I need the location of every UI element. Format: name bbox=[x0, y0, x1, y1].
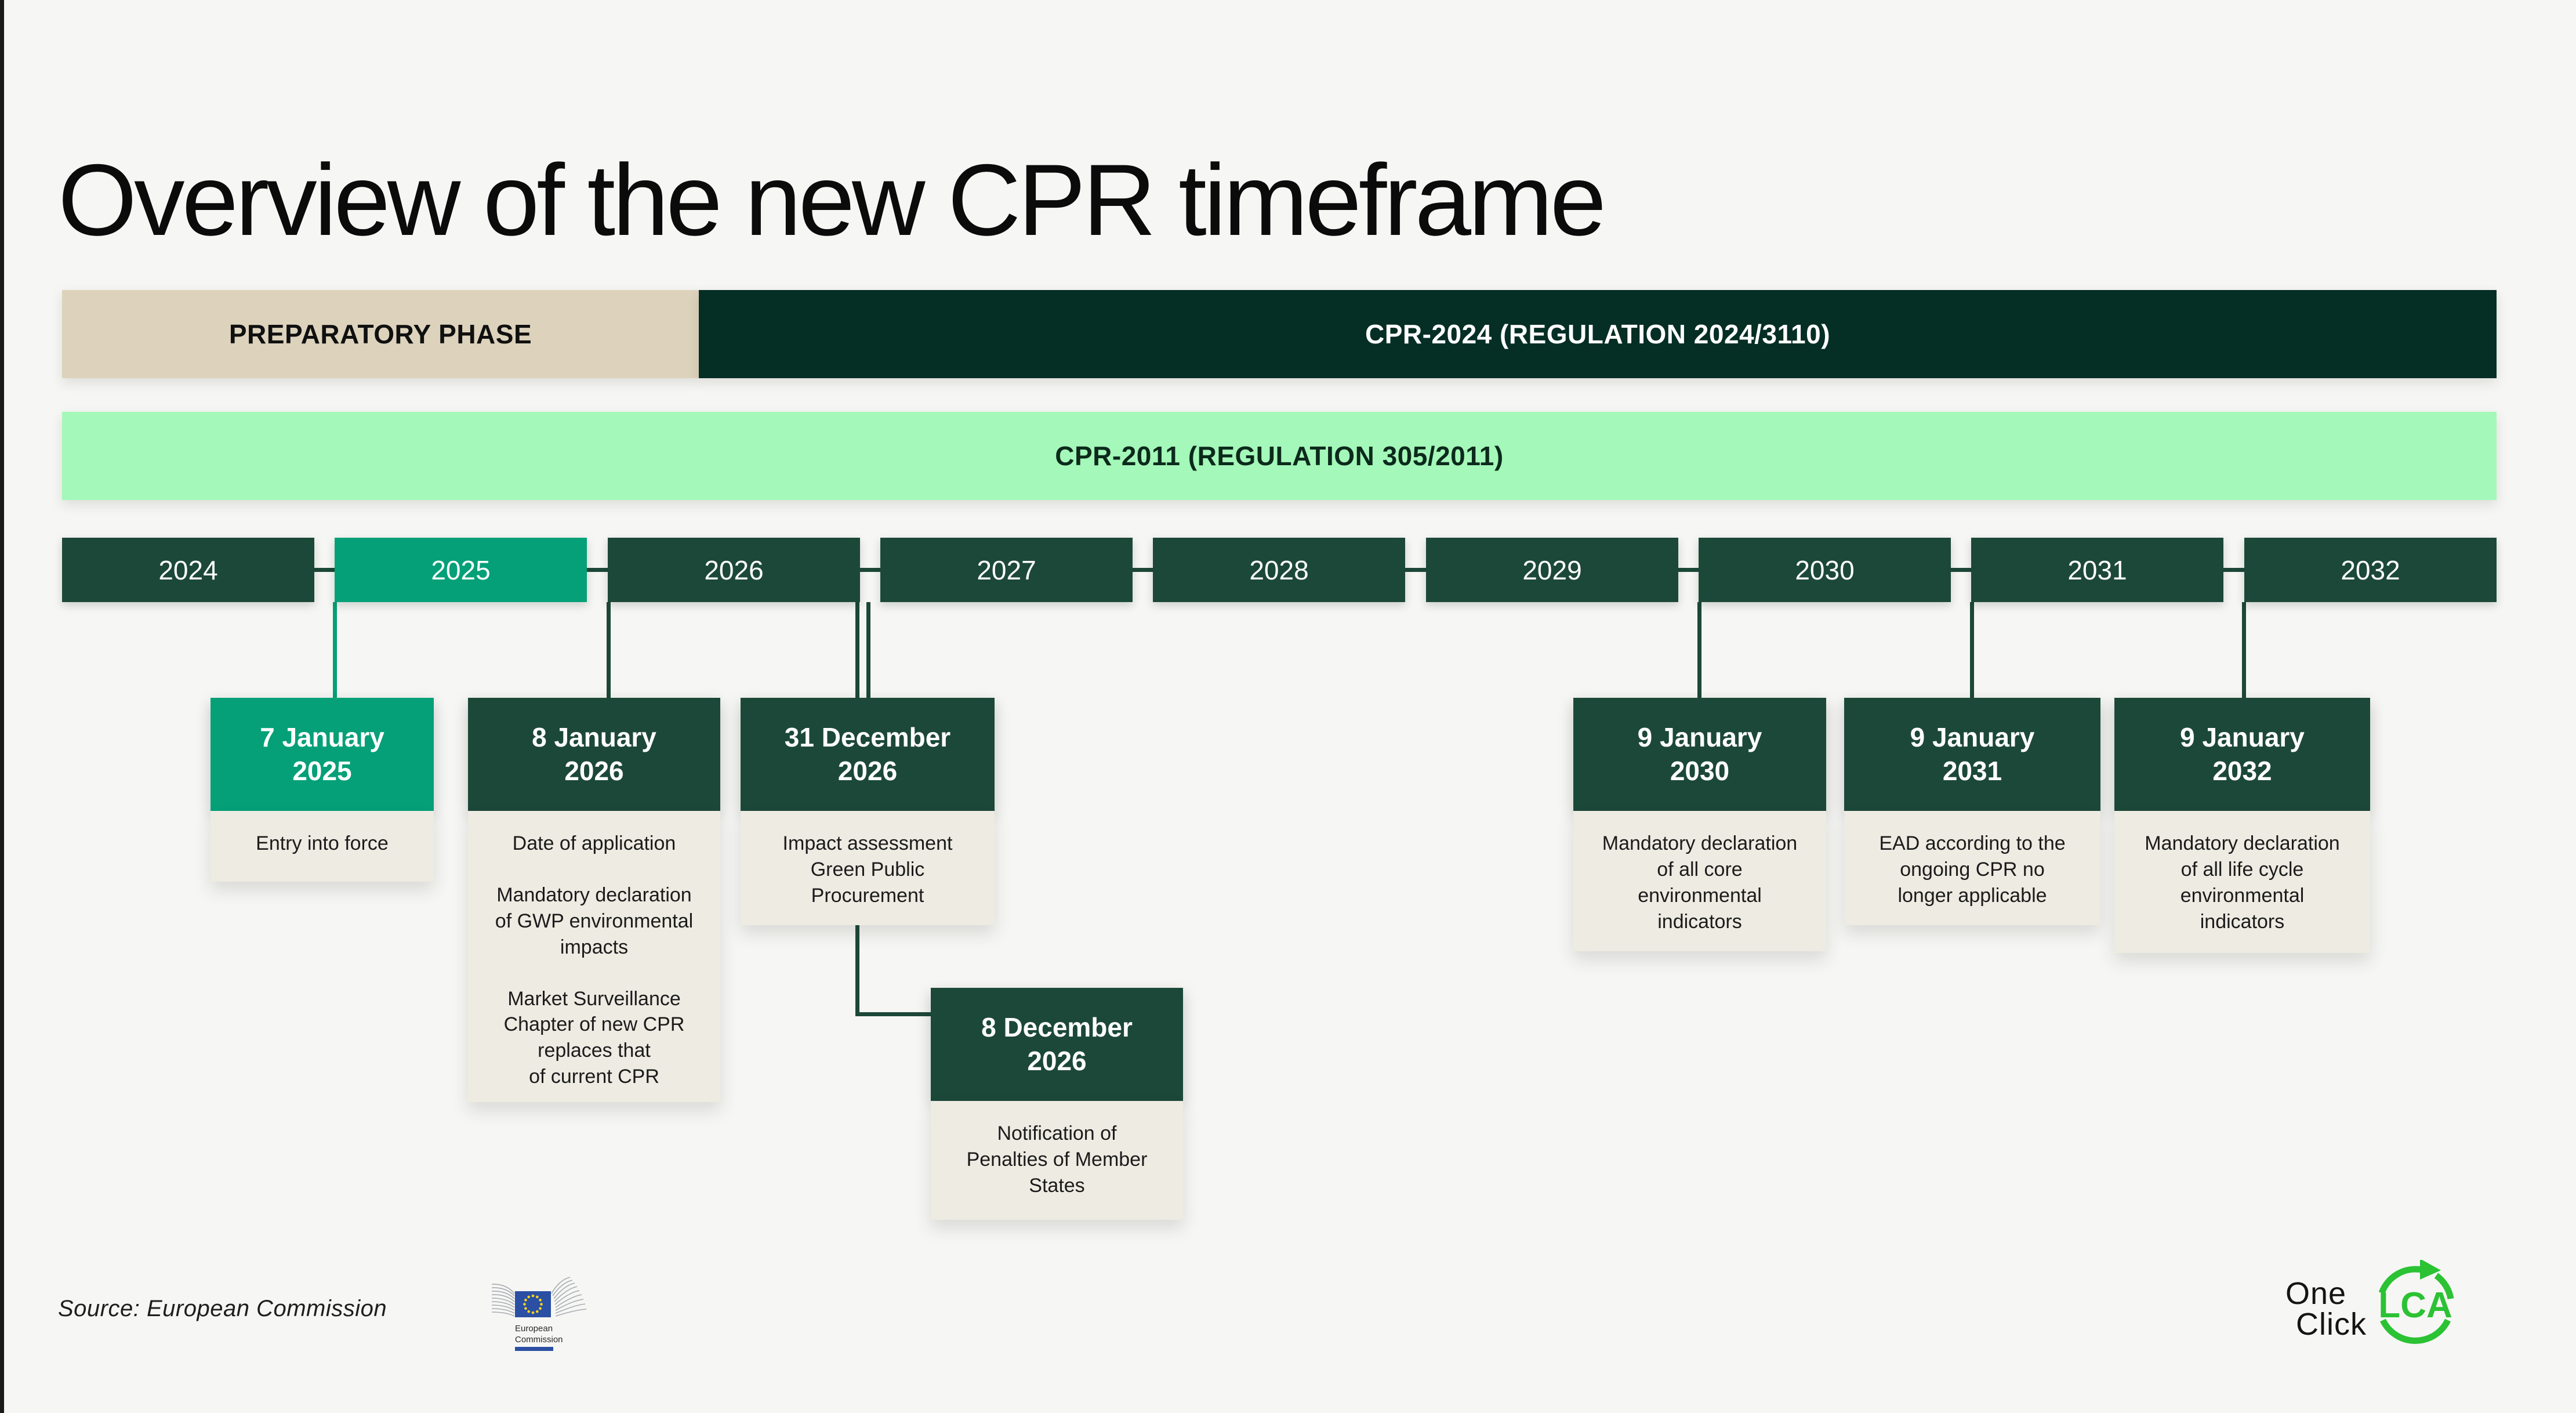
event-description-text: Date of application bbox=[512, 832, 676, 854]
event-description: Notification of Penalties of Member Stat… bbox=[931, 1101, 1183, 1220]
eu-logo-text-line1: European bbox=[515, 1324, 553, 1334]
event-description-text: Mandatory declaration of all core enviro… bbox=[1602, 832, 1798, 933]
connector-2032 bbox=[2242, 602, 2246, 698]
event-date: 8 December 2026 bbox=[931, 988, 1183, 1101]
connector-2031 bbox=[1970, 602, 1974, 698]
european-commission-logo: European Commission bbox=[491, 1277, 587, 1351]
phase-bar-cpr-2024: CPR-2024 (REGULATION 2024/3110) bbox=[699, 290, 2497, 378]
page-title: Overview of the new CPR timeframe bbox=[58, 144, 1606, 258]
connector-8-dec-2026-horizontal bbox=[855, 1012, 934, 1016]
slide-edge-decoration bbox=[0, 0, 4, 1413]
event-description-text: Mandatory declaration of GWP environment… bbox=[495, 883, 694, 958]
phase-bar-preparatory: PREPARATORY PHASE bbox=[62, 290, 699, 378]
event-description: Date of application Mandatory declaratio… bbox=[468, 811, 720, 1102]
event-description-text: EAD according to the ongoing CPR no long… bbox=[1879, 832, 2066, 907]
event-date: 9 January 2031 bbox=[1844, 698, 2100, 811]
year-box-2024: 2024 bbox=[62, 538, 314, 602]
event-31-december-2026: 31 December 2026 Impact assessment Green… bbox=[741, 698, 995, 925]
lca-arrow-icon bbox=[2420, 1260, 2441, 1280]
year-box-2025: 2025 bbox=[335, 538, 587, 602]
event-8-december-2026: 8 December 2026 Notification of Penaltie… bbox=[931, 988, 1183, 1220]
event-date: 9 January 2032 bbox=[2114, 698, 2370, 811]
event-description: Mandatory declaration of all life cycle … bbox=[2114, 811, 2370, 953]
connector-2030 bbox=[1697, 602, 1701, 698]
event-date: 8 January 2026 bbox=[468, 698, 720, 811]
event-description-text: Mandatory declaration of all life cycle … bbox=[2145, 832, 2340, 933]
year-box-2030: 2030 bbox=[1699, 538, 1951, 602]
connector-2025 bbox=[333, 602, 337, 698]
event-description: Impact assessment Green Public Procureme… bbox=[741, 811, 995, 925]
year-box-2031: 2031 bbox=[1971, 538, 2223, 602]
oneclick-logo-word-one: One bbox=[2285, 1276, 2347, 1311]
connector-2026 bbox=[607, 602, 611, 698]
eu-logo-text-line2: Commission bbox=[515, 1335, 563, 1345]
event-9-january-2030: 9 January 2030 Mandatory declaration of … bbox=[1573, 698, 1826, 951]
event-8-january-2026: 8 January 2026 Date of application Manda… bbox=[468, 698, 720, 1102]
event-description-text: Notification of Penalties of Member Stat… bbox=[966, 1122, 1148, 1197]
source-note: Source: European Commission bbox=[58, 1296, 387, 1321]
year-box-2029: 2029 bbox=[1426, 538, 1678, 602]
phase-bar-cpr-2011-label: CPR-2011 (REGULATION 305/2011) bbox=[1055, 441, 1504, 471]
eu-flag-stars bbox=[523, 1294, 543, 1314]
connector-31-dec-2026 bbox=[866, 602, 870, 698]
event-description-text: Entry into force bbox=[256, 832, 389, 854]
phase-bar-preparatory-label: PREPARATORY PHASE bbox=[228, 319, 532, 349]
event-description: Entry into force bbox=[211, 811, 434, 882]
event-date: 7 January 2025 bbox=[211, 698, 434, 811]
phase-bar-cpr-2011: CPR-2011 (REGULATION 305/2011) bbox=[62, 412, 2497, 500]
event-description: Mandatory declaration of all core enviro… bbox=[1573, 811, 1826, 951]
eu-logo-bar bbox=[515, 1347, 553, 1351]
event-date: 9 January 2030 bbox=[1573, 698, 1826, 811]
event-description-text: Market Surveillance Chapter of new CPR r… bbox=[503, 987, 685, 1088]
event-date: 31 December 2026 bbox=[741, 698, 995, 811]
event-7-january-2025: 7 January 2025 Entry into force bbox=[211, 698, 434, 882]
year-box-2027: 2027 bbox=[880, 538, 1133, 602]
lca-emblem-text: LCA bbox=[2378, 1285, 2452, 1325]
event-9-january-2031: 9 January 2031 EAD according to the ongo… bbox=[1844, 698, 2100, 925]
year-box-2028: 2028 bbox=[1153, 538, 1405, 602]
eu-logo-right-fan bbox=[551, 1277, 587, 1317]
year-box-2026: 2026 bbox=[608, 538, 860, 602]
year-box-2032: 2032 bbox=[2244, 538, 2497, 602]
lca-recycle-arcs bbox=[2378, 1266, 2454, 1344]
lca-emblem: LCA bbox=[2378, 1260, 2454, 1344]
event-description: EAD according to the ongoing CPR no long… bbox=[1844, 811, 2100, 925]
event-description-text: Impact assessment Green Public Procureme… bbox=[782, 832, 953, 907]
phase-bar-cpr-2024-label: CPR-2024 (REGULATION 2024/3110) bbox=[1365, 319, 1831, 349]
eu-logo-left-fan bbox=[491, 1284, 515, 1317]
event-9-january-2032: 9 January 2032 Mandatory declaration of … bbox=[2114, 698, 2370, 953]
oneclick-logo-word-click: Click bbox=[2296, 1307, 2367, 1342]
